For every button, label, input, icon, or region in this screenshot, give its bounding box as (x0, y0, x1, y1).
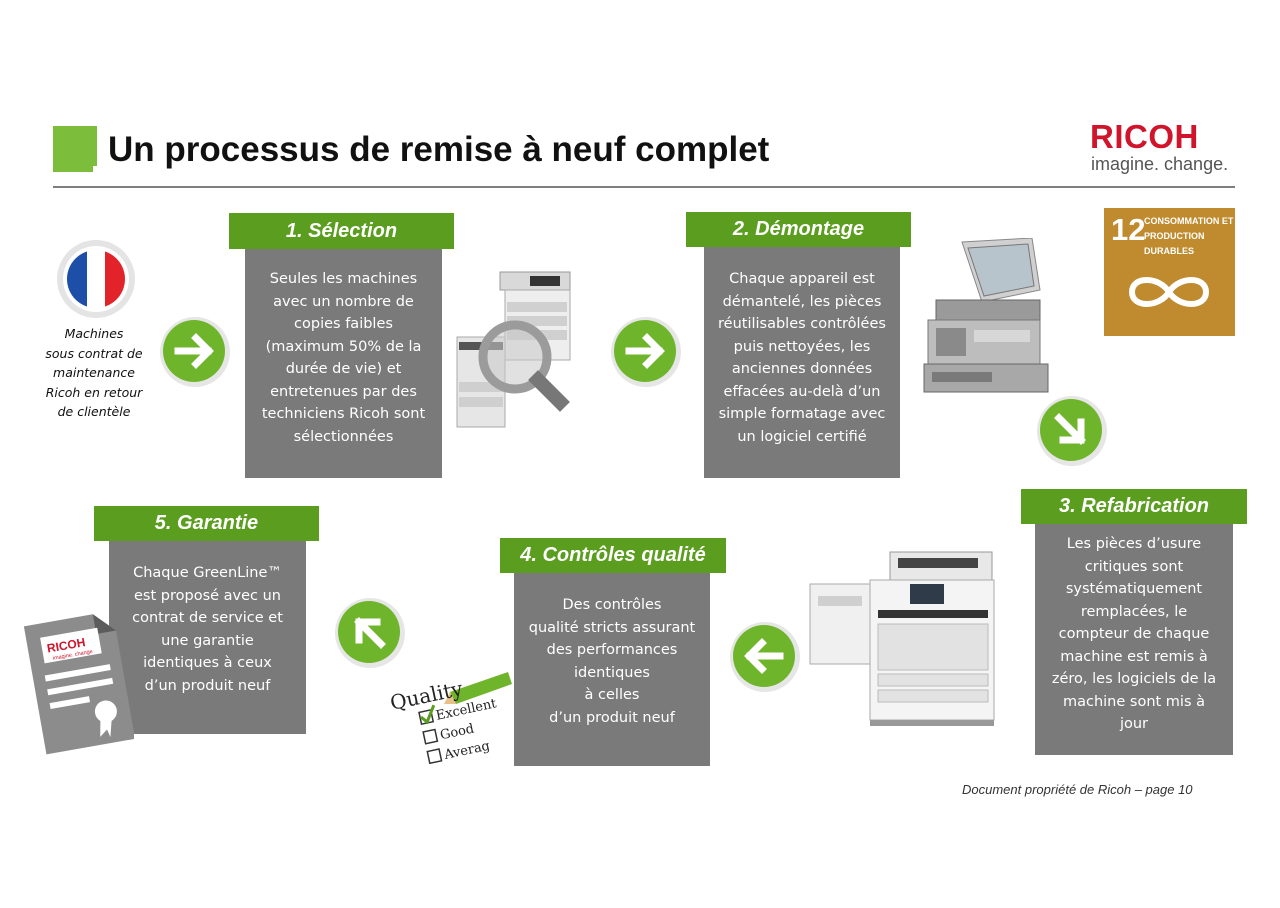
step-2-line: simple formatage avec (718, 406, 886, 422)
step-4-header: 4. Contrôles qualité (500, 538, 726, 573)
step-5-header: 5. Garantie (94, 506, 319, 541)
step-2-line: un logiciel certifié (737, 428, 867, 445)
step-1-line: durée de vie) et (285, 361, 402, 377)
step-3-line: remplacées, le (1080, 603, 1188, 620)
arrow-down-right-icon (1037, 396, 1107, 466)
step-3-header: 3. Refabrication (1021, 489, 1247, 524)
ricoh-logo: RICOH (1090, 118, 1199, 155)
quality-checklist-illustration: Quality Excellent Good Averag (390, 664, 512, 764)
intro-caption: Machines sous contrat de maintenance Ric… (40, 324, 148, 422)
step-4-line: à celles (584, 687, 640, 703)
step-1-line: sélectionnées (293, 428, 394, 445)
step-1-line: Seules les machines (269, 271, 418, 287)
sdg-number: 12 (1111, 212, 1146, 247)
step-1-box: Seules les machines avec un nombre de co… (245, 249, 442, 478)
step-4-line: identiques (574, 664, 650, 681)
step-2-line: effacées au-delà d’un (723, 383, 881, 400)
step-3-line: systématiquement (1065, 581, 1203, 597)
step-4-box: Des contrôles qualité stricts assurant d… (514, 573, 710, 766)
step-4-line: des performances (546, 642, 678, 658)
title-divider (53, 186, 1235, 188)
step-5-line: Chaque GreenLine™ (133, 565, 282, 581)
intro-line: sous contrat de (45, 345, 143, 361)
sdg-label-line: CONSOMMATION ET (1144, 216, 1234, 226)
step-1-line: techniciens Ricoh sont (261, 406, 426, 422)
certificate-illustration: RICOH imagine. change (23, 614, 134, 755)
step-5-box: Chaque GreenLine™ est proposé avec un co… (109, 541, 306, 734)
checklist-option: Good (439, 722, 476, 744)
footer-text: Document propriété de Ricoh – page 10 (962, 782, 1193, 797)
sdg-12-badge (1104, 208, 1235, 336)
step-3-line: zéro, les logiciels de la (1051, 671, 1217, 687)
step-3-line: Les pièces d’usure (1066, 536, 1202, 552)
ricoh-tagline: imagine. change. (1091, 154, 1229, 174)
step-3-line: compteur de chaque (1058, 626, 1210, 642)
france-flag-icon (57, 240, 135, 318)
step-2-box: Chaque appareil est démantelé, les pièce… (704, 247, 900, 478)
step-5-line: contrat de service et (132, 610, 283, 626)
infinity-loop-icon (1128, 277, 1210, 307)
step-1-line: entretenues par des (270, 383, 417, 400)
step-2-line: Chaque appareil est (729, 271, 875, 287)
arrow-left-icon (730, 622, 800, 692)
step-2-line: puis nettoyées, les (733, 338, 871, 355)
step-5-line: d’un produit neuf (144, 677, 271, 694)
sdg-label: CONSOMMATION ET PRODUCTION DURABLES (1144, 214, 1233, 259)
step-2-line: démantelé, les pièces (722, 293, 882, 310)
step-1-line: copies faibles (294, 316, 393, 332)
sdg-label-line: DURABLES (1144, 246, 1195, 256)
step-5-line: une garantie (161, 632, 254, 649)
certificate-logo: RICOH (46, 635, 87, 656)
step-5-line: est proposé avec un (134, 587, 281, 604)
step-2-line: réutilisables contrôlées (718, 316, 886, 332)
intro-line: de clientèle (57, 404, 131, 419)
disassembled-printer-illustration (923, 238, 1049, 393)
step-5-line: identiques à ceux (143, 655, 272, 671)
arrow-right-icon (611, 317, 681, 387)
step-3-line: critiques sont (1084, 558, 1184, 575)
arrow-right-icon (160, 317, 230, 387)
step-4-line: d’un produit neuf (549, 709, 675, 726)
step-1-line: avec un nombre de (273, 293, 414, 310)
step-3-box: Les pièces d’usure critiques sont systém… (1035, 524, 1233, 755)
intro-line: Ricoh en retour (45, 384, 143, 400)
step-3-line: machine sont mis à (1062, 693, 1206, 710)
step-4-line: Des contrôles (562, 597, 662, 613)
title-accent-notch (93, 166, 101, 174)
step-3-line: jour (1119, 716, 1149, 732)
refurbished-printer-illustration (809, 551, 995, 726)
intro-line: Machines (64, 326, 124, 341)
step-1-header: 1. Sélection (229, 213, 454, 249)
step-4-line: qualité stricts assurant (528, 619, 696, 636)
step-2-header: 2. Démontage (686, 212, 911, 247)
sdg-label-line: PRODUCTION (1144, 231, 1205, 241)
step-1-line: (maximum 50% de la (265, 338, 422, 355)
printers-magnifier-illustration (456, 271, 571, 428)
page-title: Un processus de remise à neuf complet (108, 130, 770, 169)
step-2-line: anciennes données (731, 361, 873, 377)
step-3-line: machine est remis à (1060, 648, 1208, 665)
title-accent-square (53, 126, 97, 172)
arrow-up-left-icon (335, 598, 405, 668)
intro-line: maintenance (53, 365, 135, 380)
